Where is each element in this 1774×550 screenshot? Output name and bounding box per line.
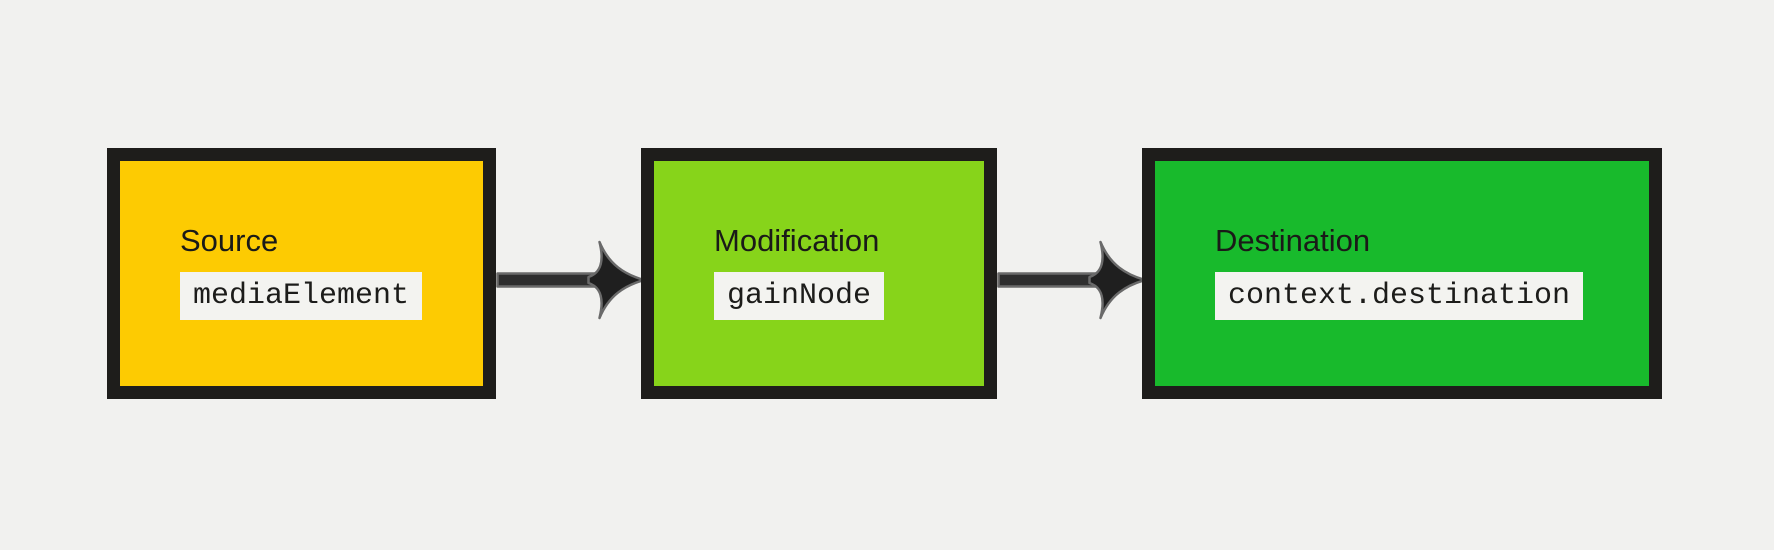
node-destination-code-chip: context.destination [1215,272,1584,320]
arrow-shaft [997,272,1102,288]
node-modification: Modification gainNode [641,148,997,399]
node-modification-code-chip: gainNode [714,272,885,320]
flow-arrow-icon [997,240,1146,320]
arrow-head [1088,240,1146,320]
arrow-head [587,240,645,320]
node-destination-title: Destination [1215,223,1371,258]
node-destination: Destination context.destination [1142,148,1662,399]
arrow-shaft [496,272,601,288]
node-source-title: Source [180,223,279,258]
node-modification-title: Modification [714,223,880,258]
flow-arrow-icon [496,240,645,320]
node-source: Source mediaElement [107,148,496,399]
node-source-code-chip: mediaElement [180,272,423,320]
